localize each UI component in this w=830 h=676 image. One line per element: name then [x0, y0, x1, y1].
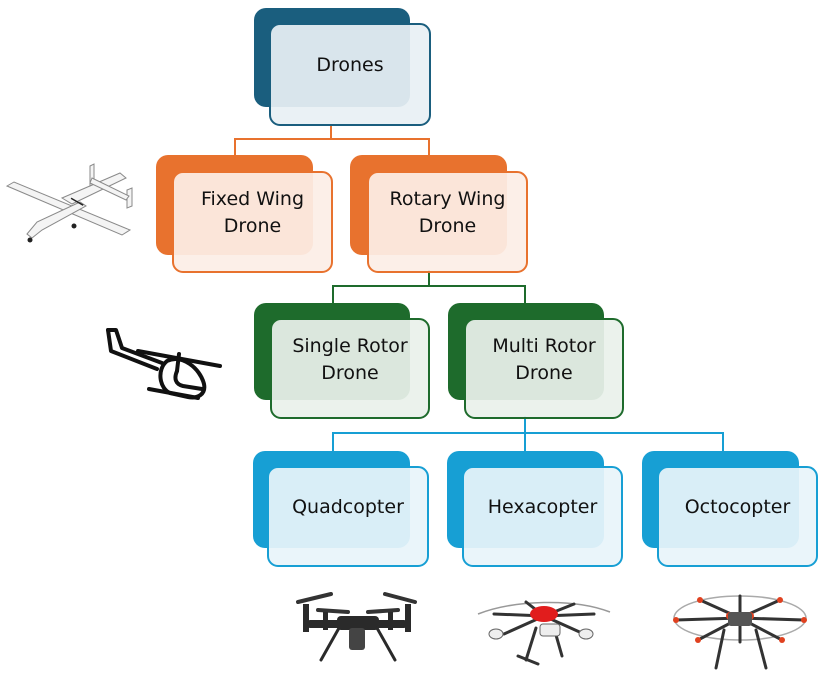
node-rotary-wing-front: Rotary Wing Drone: [367, 171, 528, 273]
connector-rotary-wing: [428, 138, 430, 156]
connector-single-rotor: [332, 285, 334, 304]
node-fixed-wing-label-2: Drone: [223, 215, 282, 237]
connector-level2-horizontal: [332, 285, 526, 287]
connector-level1-horizontal: [234, 138, 430, 140]
node-rotary-wing-label-2: Drone: [418, 215, 477, 237]
node-quadcopter-front: Quadcopter: [267, 466, 429, 567]
node-drones-label: Drones: [316, 54, 384, 76]
connector-hexacopter: [524, 432, 526, 452]
quadcopter-icon: [296, 592, 417, 662]
node-quadcopter-label: Quadcopter: [292, 496, 404, 518]
node-octocopter-front: Octocopter: [657, 466, 818, 567]
helicopter-icon: [106, 328, 222, 400]
connector-level3-horizontal: [332, 432, 724, 434]
node-hexacopter-label: Hexacopter: [487, 496, 598, 518]
node-single-rotor-label-1: Single Rotor: [292, 334, 408, 357]
node-drones-front: Drones: [269, 23, 431, 126]
node-multi-rotor-label-1: Multi Rotor: [492, 334, 596, 357]
connector-multi-vertical: [524, 416, 526, 434]
octocopter-icon: [673, 594, 807, 670]
hexacopter-icon: [477, 600, 611, 666]
fixed-wing-aircraft-icon: [5, 163, 133, 243]
node-single-rotor-front: Single Rotor Drone: [270, 318, 430, 419]
node-single-rotor-label-2: Drone: [321, 361, 379, 384]
node-octocopter-label: Octocopter: [684, 496, 791, 518]
node-multi-rotor-label-2: Drone: [515, 361, 573, 384]
node-multi-rotor-front: Multi Rotor Drone: [464, 318, 624, 419]
connector-octocopter: [722, 432, 724, 452]
node-fixed-wing-label-1: Fixed Wing: [200, 188, 305, 210]
node-fixed-wing-front: Fixed Wing Drone: [172, 171, 333, 273]
node-rotary-wing-label-1: Rotary Wing: [389, 188, 506, 210]
connector-multi-rotor: [524, 285, 526, 304]
connector-quadcopter: [332, 432, 334, 452]
node-hexacopter-front: Hexacopter: [462, 466, 623, 567]
connector-rotary-vertical: [428, 270, 430, 287]
connector-fixed-wing: [234, 138, 236, 156]
connector-root-vertical: [330, 125, 332, 140]
